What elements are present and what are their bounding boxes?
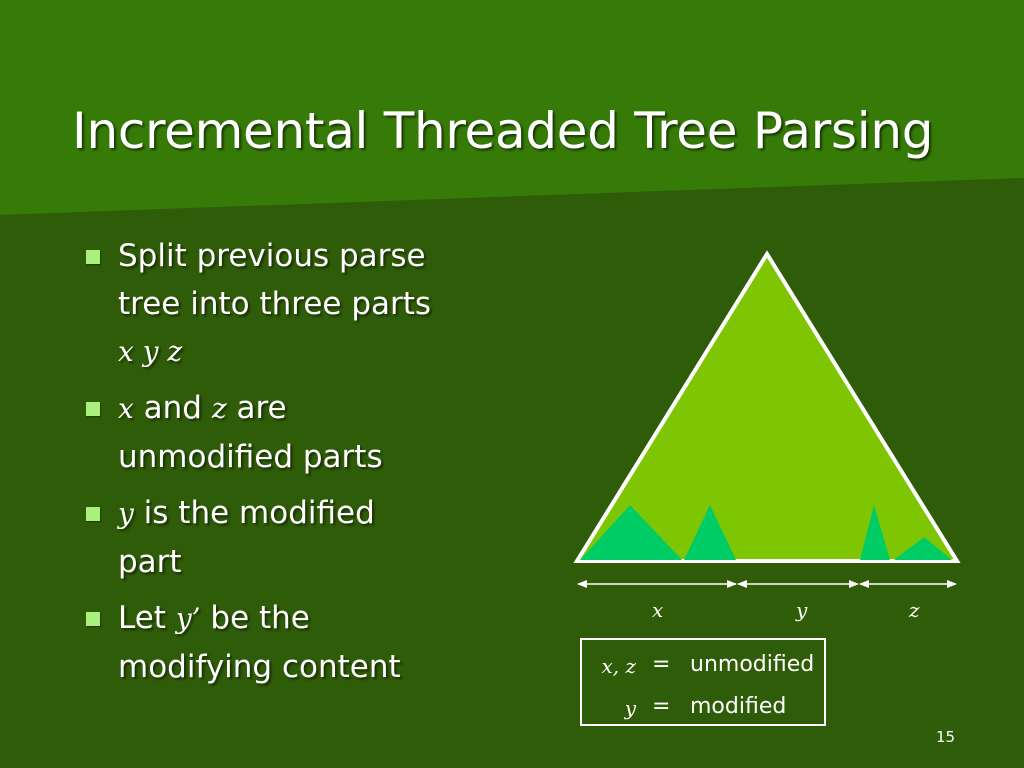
bullet-text-line: part — [118, 544, 182, 580]
bullet-list: Split previous parse tree into three par… — [82, 232, 502, 699]
bullet-text-line: modifying content — [118, 649, 401, 685]
text-let: Let — [118, 600, 176, 636]
bullet-text-line: y is the modified — [118, 489, 502, 538]
segment-label-x: x — [652, 598, 664, 622]
legend-row-modified: y = modified — [582, 694, 828, 724]
text-and: and — [133, 390, 212, 426]
segment-label-y: y — [796, 598, 808, 622]
segment-label-z: z — [909, 598, 920, 622]
subtree-z-1 — [860, 505, 890, 560]
legend-text: modified — [690, 694, 787, 719]
text-modified: is the modified — [133, 495, 375, 531]
legend-box: x, z = unmodified y = modified — [580, 638, 826, 726]
parse-tree-triangle — [573, 250, 961, 563]
bullet-item-let: Let y’ be the modifying content — [82, 594, 502, 691]
var-z: z — [211, 392, 227, 425]
var-x: x — [118, 392, 134, 425]
legend-vars: x, z — [601, 654, 636, 678]
subtree-z-2 — [894, 537, 952, 560]
slide-title: Incremental Threaded Tree Parsing — [72, 101, 934, 160]
bullet-variables: x y z — [118, 335, 183, 368]
legend-vars: y — [624, 696, 636, 720]
bullet-square-icon — [86, 612, 100, 626]
var-y: y — [118, 497, 134, 530]
bullet-text-line: unmodified parts — [118, 439, 383, 475]
text-be-the: be the — [200, 600, 310, 636]
legend-equals: = — [652, 694, 671, 719]
legend-text: unmodified — [690, 652, 815, 677]
subtree-x-1 — [580, 505, 682, 560]
bullet-text-line: Split previous parse — [118, 238, 426, 274]
bullet-item-split: Split previous parse tree into three par… — [82, 232, 502, 376]
subtree-x-2 — [684, 505, 736, 560]
var-y-prime: y’ — [175, 602, 201, 635]
bullet-text-line: tree into three parts — [118, 286, 432, 322]
bullet-text-line: Let y’ be the — [118, 594, 502, 643]
bullet-text-line: x and z are — [118, 384, 502, 433]
legend-equals: = — [652, 652, 671, 677]
page-number: 15 — [936, 728, 956, 746]
bullet-square-icon — [86, 507, 100, 521]
bullet-square-icon — [86, 402, 100, 416]
text-are: are — [226, 390, 287, 426]
legend-row-unmodified: x, z = unmodified — [582, 652, 828, 682]
bullet-item-unmodified: x and z are unmodified parts — [82, 384, 502, 481]
bullet-square-icon — [86, 250, 100, 264]
bullet-item-modified: y is the modified part — [82, 489, 502, 586]
